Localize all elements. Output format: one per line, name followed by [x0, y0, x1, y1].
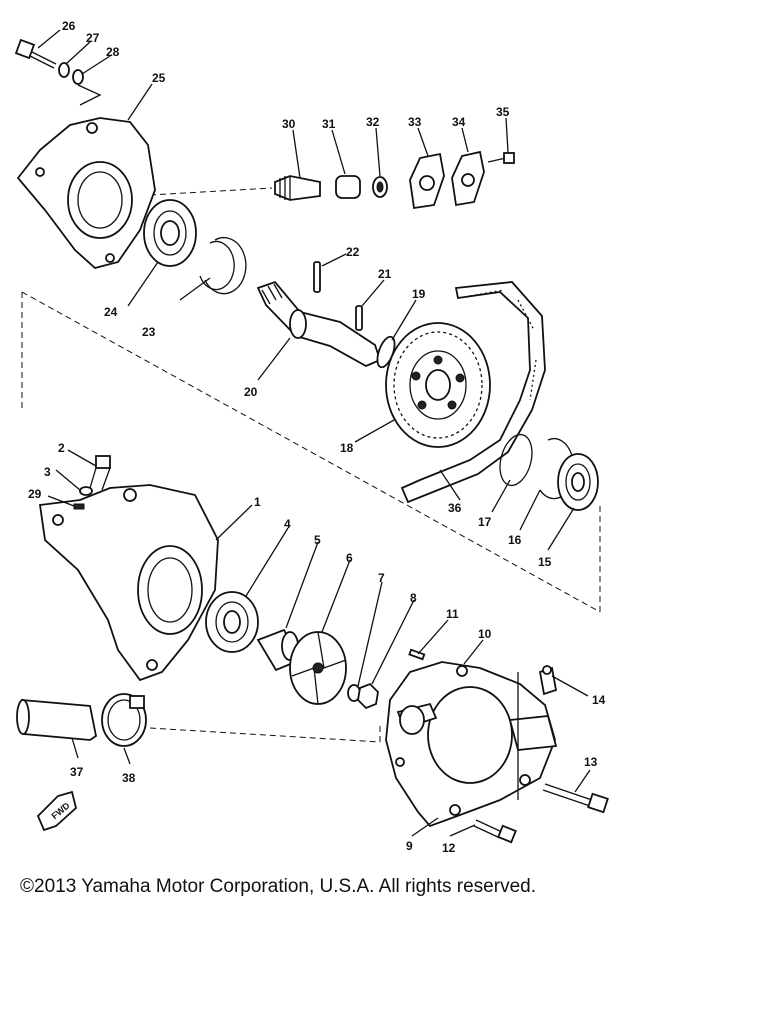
callout-labels: 26 27 28 25 30 31 32 33 34 35 22 21 19 2… — [28, 19, 606, 855]
bolt-path-line — [77, 84, 102, 106]
exploded-parts-diagram: FWD — [14, 19, 609, 855]
part-cover-25 — [16, 117, 156, 269]
part-seal-32 — [372, 176, 388, 198]
callout-9: 9 — [406, 839, 413, 853]
part-plate-33 — [409, 152, 445, 210]
callout-8: 8 — [410, 591, 417, 605]
callout-17: 17 — [478, 515, 492, 529]
part-pump-cover-10 — [385, 661, 558, 828]
part-elbow-14 — [538, 665, 558, 696]
callout-32: 32 — [366, 115, 380, 129]
part-bushing-31 — [335, 175, 361, 199]
callout-34: 34 — [452, 115, 466, 129]
callout-27: 27 — [86, 31, 100, 45]
callout-19: 19 — [412, 287, 426, 301]
part-gear-pulley-18 — [385, 322, 491, 448]
reference-lines — [21, 187, 601, 743]
part-bearing-4 — [205, 591, 259, 653]
part-washer-3 — [79, 486, 93, 496]
callout-16: 16 — [508, 533, 522, 547]
callout-20: 20 — [244, 385, 258, 399]
part-belt-36 — [400, 281, 546, 504]
callout-24: 24 — [104, 305, 118, 319]
callout-18: 18 — [340, 441, 354, 455]
callout-37: 37 — [70, 765, 84, 779]
part-circlip-17 — [499, 433, 533, 487]
callout-13: 13 — [584, 755, 598, 769]
callout-5: 5 — [314, 533, 321, 547]
part-impeller-6 — [289, 631, 347, 705]
copyright-notice: ©2013 Yamaha Motor Corporation, U.S.A. A… — [20, 876, 536, 897]
callout-25: 25 — [152, 71, 166, 85]
part-bolt-26 — [14, 38, 57, 69]
part-pin-11 — [408, 648, 426, 661]
part-circlip-23 — [199, 236, 247, 295]
part-pin-29 — [73, 503, 85, 510]
callout-4: 4 — [284, 517, 291, 531]
part-washer-27 — [58, 62, 70, 78]
callout-35: 35 — [496, 105, 510, 119]
part-bearing-24 — [143, 199, 197, 267]
callout-30: 30 — [282, 117, 296, 131]
part-bearing-15 — [557, 453, 599, 511]
callout-29: 29 — [28, 487, 42, 501]
part-screw-35 — [487, 152, 515, 164]
callout-3: 3 — [44, 465, 51, 479]
callout-6: 6 — [346, 551, 353, 565]
callout-21: 21 — [378, 267, 392, 281]
part-clamp-38 — [101, 693, 147, 747]
callout-28: 28 — [106, 45, 120, 59]
callout-22: 22 — [346, 245, 360, 259]
part-housing-1 — [38, 484, 219, 682]
part-bolt-12 — [473, 819, 517, 844]
part-bolt-2 — [89, 455, 111, 491]
part-pin-21 — [355, 305, 363, 331]
callout-26: 26 — [62, 19, 76, 33]
part-hose-37 — [16, 699, 98, 741]
part-pin-22 — [313, 261, 321, 293]
callout-23: 23 — [142, 325, 156, 339]
callout-10: 10 — [478, 627, 492, 641]
callout-12: 12 — [442, 841, 456, 855]
callout-36: 36 — [448, 501, 462, 515]
part-washer-28 — [72, 69, 84, 85]
part-shaft-20 — [256, 280, 382, 368]
part-plate-34 — [451, 150, 485, 207]
callout-38: 38 — [122, 771, 136, 785]
part-bolt-13 — [542, 783, 609, 814]
part-nut-8 — [357, 682, 379, 710]
callout-1: 1 — [254, 495, 261, 509]
leader-lines — [37, 29, 591, 837]
callout-14: 14 — [592, 693, 606, 707]
callout-31: 31 — [322, 117, 336, 131]
callout-11: 11 — [446, 607, 459, 621]
part-gear-shaft-30 — [274, 175, 321, 201]
callout-15: 15 — [538, 555, 552, 569]
callout-2: 2 — [58, 441, 65, 455]
fwd-direction-marker: FWD — [36, 790, 78, 832]
callout-7: 7 — [378, 571, 385, 585]
callout-33: 33 — [408, 115, 422, 129]
